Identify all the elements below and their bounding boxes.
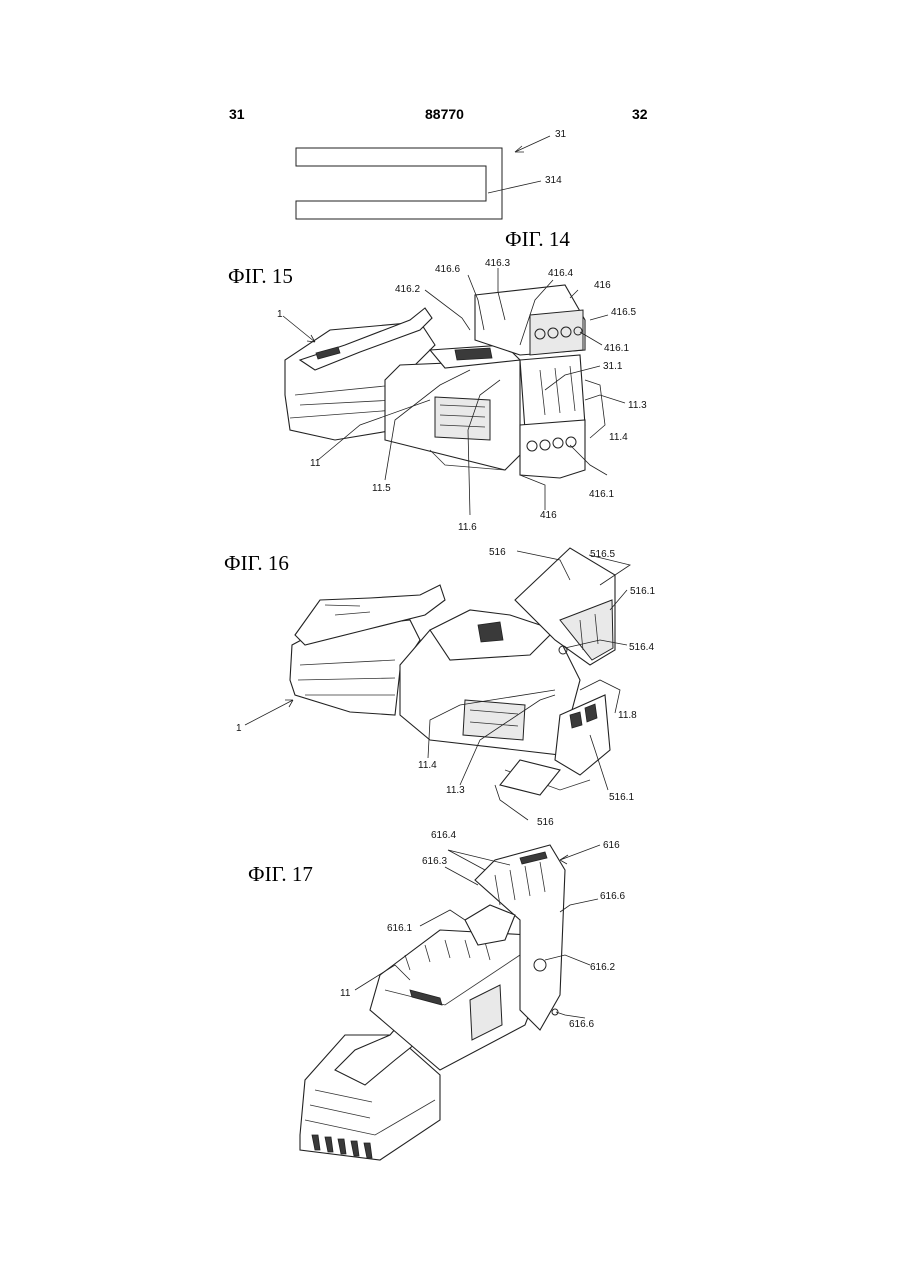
fig15-label-11: 11 bbox=[310, 458, 321, 469]
fig15-label-1: 1 bbox=[277, 309, 283, 320]
fig16-label-516: 516 bbox=[489, 547, 506, 558]
fig15-label-416-5: 416.5 bbox=[611, 307, 636, 318]
fig15-label-11-5: 11.5 bbox=[372, 483, 391, 494]
fig16-label-516-4: 516.4 bbox=[629, 642, 654, 653]
fig15-label-416-4: 416.4 bbox=[548, 268, 573, 279]
fig14-label-314: 314 bbox=[545, 175, 562, 186]
fig14-label-31: 31 bbox=[555, 129, 567, 140]
fig15-label-11-4: 11.4 bbox=[609, 432, 628, 443]
fig17-label-616: 616 bbox=[603, 840, 620, 851]
fig15-label-11-3: 11.3 bbox=[628, 400, 647, 411]
fig16-label-1: 1 bbox=[236, 723, 242, 734]
figure-15-drawing: 1 416.2 416.6 416.3 416.4 416 416.5 416.… bbox=[277, 258, 647, 533]
fig16-label-11-3: 11.3 bbox=[446, 785, 465, 796]
fig15-label-416: 416 bbox=[594, 280, 611, 291]
fig16-label-516-5: 516.5 bbox=[590, 549, 615, 560]
fig16-label-516-1-lower: 516.1 bbox=[609, 792, 634, 803]
fig16-label-11-8: 11.8 bbox=[618, 710, 637, 721]
fig16-label-516-lower: 516 bbox=[537, 817, 554, 828]
fig16-label-11-4: 11.4 bbox=[418, 760, 437, 771]
fig15-label-416-6: 416.6 bbox=[435, 264, 460, 275]
fig15-label-416-3: 416.3 bbox=[485, 258, 510, 269]
fig15-label-11-6: 11.6 bbox=[458, 522, 477, 533]
fig17-label-616-6: 616.6 bbox=[600, 891, 625, 902]
fig15-label-416-1: 416.1 bbox=[604, 343, 629, 354]
fig17-label-616-4: 616.4 bbox=[431, 830, 456, 841]
fig15-label-416-1-lower: 416.1 bbox=[589, 489, 614, 500]
fig17-label-11: 11 bbox=[340, 988, 351, 999]
figure-16-drawing: 516 516.5 516.1 516.4 11.8 516.1 516 11.… bbox=[236, 547, 655, 828]
fig16-label-516-1: 516.1 bbox=[630, 586, 655, 597]
fig15-label-416-lower: 416 bbox=[540, 510, 557, 521]
fig17-label-616-3: 616.3 bbox=[422, 856, 447, 867]
fig17-label-616-6-lower: 616.6 bbox=[569, 1019, 594, 1030]
figure-17-drawing: 616.4 616.3 616 616.6 616.1 11 616.2 616… bbox=[300, 830, 625, 1160]
fig15-label-31-1: 31.1 bbox=[603, 361, 623, 372]
figure-14-drawing: 31 314 bbox=[296, 129, 567, 219]
fig17-label-616-2: 616.2 bbox=[590, 962, 615, 973]
fig17-label-616-1: 616.1 bbox=[387, 923, 412, 934]
fig15-label-416-2: 416.2 bbox=[395, 284, 420, 295]
